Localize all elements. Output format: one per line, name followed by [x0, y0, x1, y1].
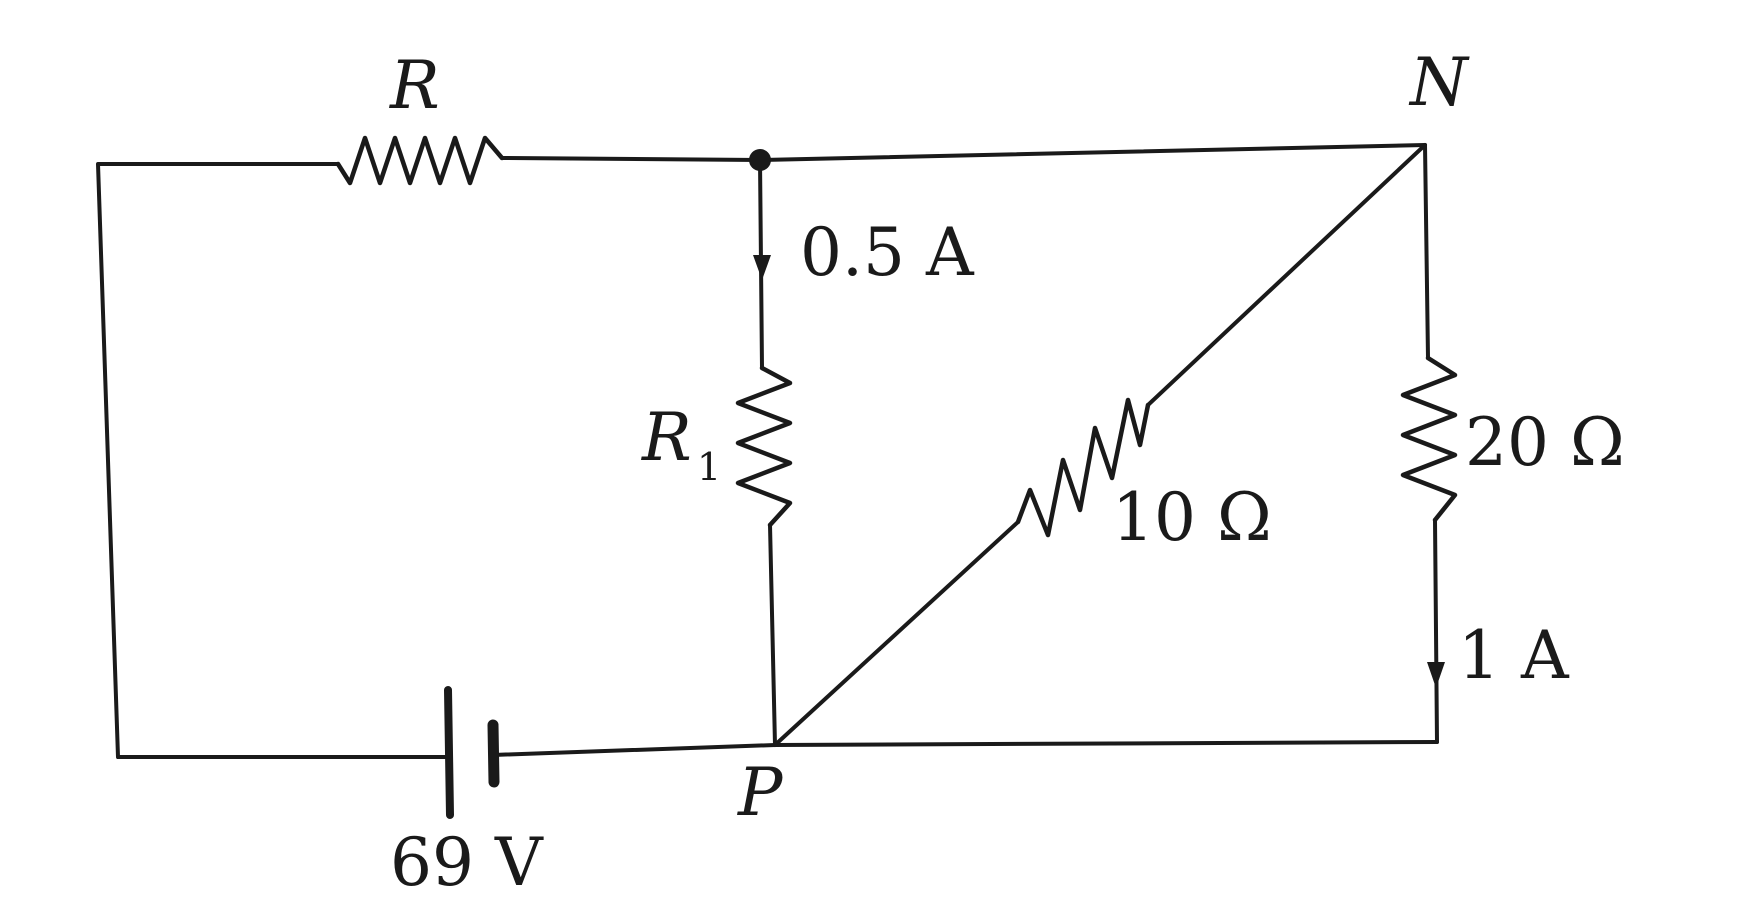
current-arrow-r1	[753, 255, 771, 280]
battery-short-plate	[487, 719, 500, 788]
resistor-r1	[735, 365, 793, 528]
label-node-n: N	[1408, 44, 1470, 121]
battery-long-plate	[444, 686, 454, 819]
wire-20ohm-to-bottom	[1433, 518, 1439, 744]
wire-10ohm-to-n	[1146, 143, 1427, 407]
label-resistor-r1-subscript: 1	[697, 445, 721, 489]
resistor-20-ohm	[1400, 355, 1458, 523]
wire-n-to-20ohm	[1423, 143, 1430, 360]
label-current-20-ohm: 1 A	[1458, 617, 1570, 694]
resistor-10-ohm	[1015, 397, 1151, 538]
label-current-r1: 0.5 A	[800, 214, 975, 291]
label-resistor-20-ohm: 20 Ω	[1465, 404, 1625, 481]
label-resistor-r1: R	[641, 399, 692, 476]
label-resistor-10-ohm: 10 Ω	[1112, 479, 1272, 556]
wire-top-left	[96, 162, 450, 759]
wire-top-junction-to-n	[758, 143, 1427, 162]
wire-battery-to-p	[491, 743, 777, 757]
label-resistor-r: R	[389, 47, 440, 124]
label-battery-voltage: 69 V	[390, 824, 544, 901]
wire-p-to-10ohm	[773, 520, 1020, 747]
wire-p-to-right	[773, 740, 1439, 747]
wire-r1-to-p	[768, 523, 777, 747]
resistor-r	[335, 135, 505, 186]
label-node-p: P	[737, 754, 784, 831]
wire-top-r-to-junction	[500, 156, 762, 162]
current-arrow-20-ohm	[1427, 662, 1445, 688]
